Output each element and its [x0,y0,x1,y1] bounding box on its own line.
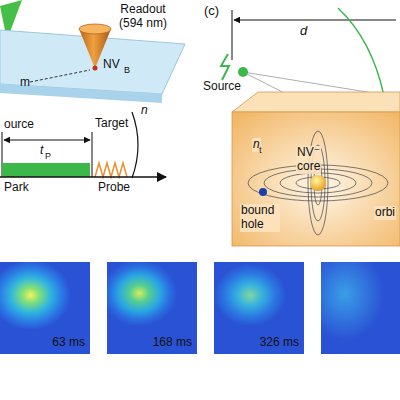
nv-center-dot [93,66,98,71]
pulse-label: ource [4,118,34,132]
park-pulse [2,163,90,177]
hole-label: bound hole [240,204,280,232]
distance-line [30,70,90,82]
wave-arc [338,8,384,96]
orbit-label: orbi [374,206,396,220]
heatmap-panel: 168 ms [107,262,197,354]
lightning-symbol [221,54,229,80]
park-time-arrow [4,140,90,141]
diamond-slab-top [0,30,185,94]
repeat-count: n [141,104,148,118]
distance-tick [232,10,233,60]
distance-unit: m [20,76,30,90]
subscript: B [124,65,130,75]
subscript: P [45,151,51,161]
heatmap-panel: 63 ms [0,262,90,354]
laser-label: Readout (594 nm) [112,3,174,31]
core-label: NV⁻ [296,146,321,160]
source-label: Source [203,80,241,94]
distance-arrow [234,20,396,21]
distance-symbol: d [300,24,307,39]
repeat-bracket [132,112,138,178]
time-symbol: t [40,144,43,158]
subscript: t [259,145,262,155]
nv-core [310,175,326,191]
panel-label: (c) [204,4,219,19]
probe-pulse [95,163,127,177]
bound-hole-dot [259,188,267,196]
target-marker [92,132,93,177]
cone-top [79,24,111,34]
source-dot [238,67,248,77]
core-label: core [296,160,321,174]
nv-label: NV [103,58,120,72]
pulse-label: Probe [98,181,130,195]
heatmap-panel: 326 ms [214,262,304,354]
pulse-label: Park [4,181,29,195]
time-label: 63 ms [52,335,85,349]
crystal-front [232,112,400,246]
pulse-label: Target [95,117,128,131]
time-label: 168 ms [153,335,192,349]
time-axis [0,176,166,178]
crystal-top [232,92,400,112]
time-label: 326 ms [260,335,299,349]
heatmap-panel [321,262,400,354]
